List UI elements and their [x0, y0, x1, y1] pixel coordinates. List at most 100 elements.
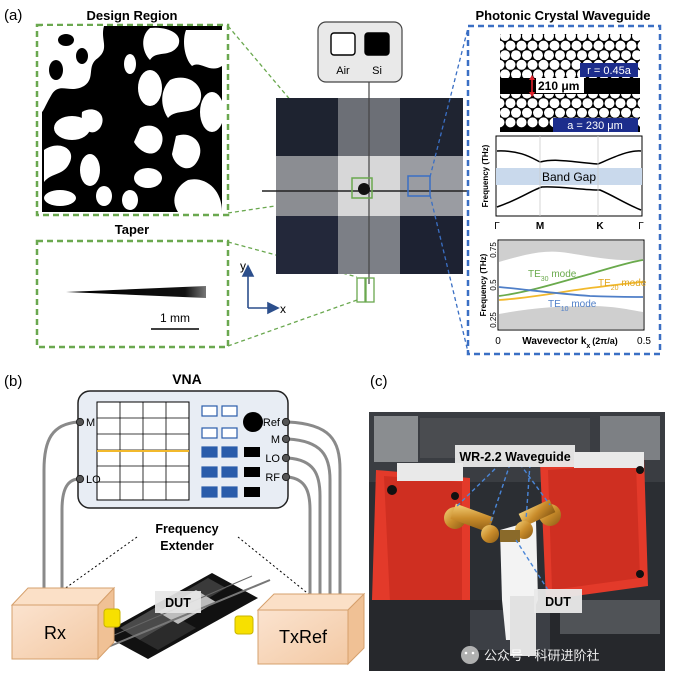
phc-hole [615, 40, 626, 51]
phc-hole [604, 40, 615, 51]
phc-hole [621, 50, 631, 61]
phc-hole [593, 40, 604, 51]
dispersion-plot [497, 239, 645, 331]
phc-hole [577, 34, 587, 41]
phc-hole [533, 50, 543, 61]
phc-hole [500, 40, 505, 51]
port-right-rf: RF [265, 472, 280, 484]
panel-a-label: (a) [4, 7, 22, 24]
phc-hole [511, 107, 521, 118]
phc-hole [582, 40, 593, 51]
phc-hole [566, 34, 576, 41]
band-tick-gamma-2: Γ [638, 221, 644, 232]
design-region-title: Design Region [86, 8, 177, 23]
port-right-ref: Ref [263, 417, 281, 429]
phc-hole [610, 34, 620, 41]
phc-hole [527, 40, 538, 51]
phc-hole [544, 107, 554, 118]
phc-hole [610, 107, 620, 118]
port-right-lo: LO [265, 453, 280, 465]
vna-ports [75, 417, 291, 484]
phc-hole [511, 69, 521, 80]
panel-b-label: (b) [4, 373, 22, 390]
phc-hole [538, 117, 549, 128]
phc-hole [555, 50, 565, 61]
air-label: Air [336, 65, 350, 77]
disp-xtick-0: 0 [495, 336, 501, 347]
port-right-m: M [271, 434, 280, 446]
phc-hole [538, 59, 549, 70]
phc-hole [533, 34, 543, 41]
phc-hole [560, 59, 571, 70]
band-diagram [495, 135, 643, 217]
gap-label-box [536, 78, 584, 93]
phc-title: Photonic Crystal Waveguide [475, 8, 650, 23]
axis-x-label: x [280, 302, 286, 316]
si-swatch [364, 32, 390, 56]
phc-hole [560, 98, 571, 109]
phc-hole [637, 60, 640, 70]
waveguide-label-box [455, 445, 575, 467]
phc-hole [516, 59, 527, 70]
phc-hole [615, 98, 626, 109]
phc-hole [527, 117, 538, 128]
a-label-box [553, 118, 638, 132]
phc-hole [500, 69, 510, 80]
phc-hole [527, 59, 538, 70]
phc-hole [549, 40, 560, 51]
port-left-m: M [86, 417, 95, 429]
band-gap-label: Band Gap [542, 170, 596, 184]
phc-hole [505, 117, 516, 128]
phc-hole [560, 40, 571, 51]
disp-xlabel: Wavevector kx(2π/a) [522, 336, 617, 350]
dut-label-c: DUT [545, 595, 571, 609]
phc-hole [500, 117, 505, 128]
phc-hole [522, 107, 532, 118]
phc-hole [511, 34, 521, 41]
taper-title: Taper [115, 222, 149, 237]
phc-hole [566, 69, 576, 80]
mode-te20-label: TE20 mode [598, 278, 647, 292]
phc-hole [511, 50, 521, 61]
phc-hole [544, 69, 554, 80]
phc-hole [621, 34, 631, 41]
phc-hole [522, 34, 532, 41]
phc-hole [533, 69, 543, 80]
phc-hole [632, 34, 640, 41]
chip-photo [262, 82, 478, 303]
r-label-box [580, 63, 638, 77]
phc-hole [588, 34, 598, 41]
phc-hole [571, 98, 582, 109]
phc-hole [637, 118, 640, 127]
phc-hole [632, 50, 640, 61]
phc-hole [577, 50, 587, 61]
r-label: r = 0.45a [587, 65, 632, 77]
disp-ytick-075: 0.75 [489, 242, 498, 258]
vna-buttons [201, 405, 238, 498]
band-ylabel: Frequency (THz) [481, 144, 490, 207]
dut-label-box-c [534, 589, 582, 613]
gap-arrow-head-bottom [529, 92, 535, 97]
phc-hole [500, 107, 510, 118]
rx-flange [103, 608, 121, 628]
phc-hole [544, 50, 554, 61]
design-region-pattern [42, 26, 222, 212]
phc-hole [599, 50, 609, 61]
cables [42, 420, 342, 598]
vna-black-keys [244, 447, 260, 497]
phc-hole [571, 40, 582, 51]
port-left-lo: LO [86, 474, 101, 486]
disp-ytick-05: 0.5 [489, 279, 498, 291]
phc-hole [599, 34, 609, 41]
phc-hole [610, 50, 620, 61]
phc-hole [527, 98, 538, 109]
phc-hole [516, 117, 527, 128]
waveguide-label: WR-2.2 Waveguide [459, 450, 570, 464]
txref-flange [234, 615, 254, 635]
phc-hole [637, 98, 640, 108]
phc-hole [599, 107, 609, 118]
vna-title: VNA [172, 371, 202, 387]
phc-hole [555, 34, 565, 41]
phc-hole [522, 50, 532, 61]
